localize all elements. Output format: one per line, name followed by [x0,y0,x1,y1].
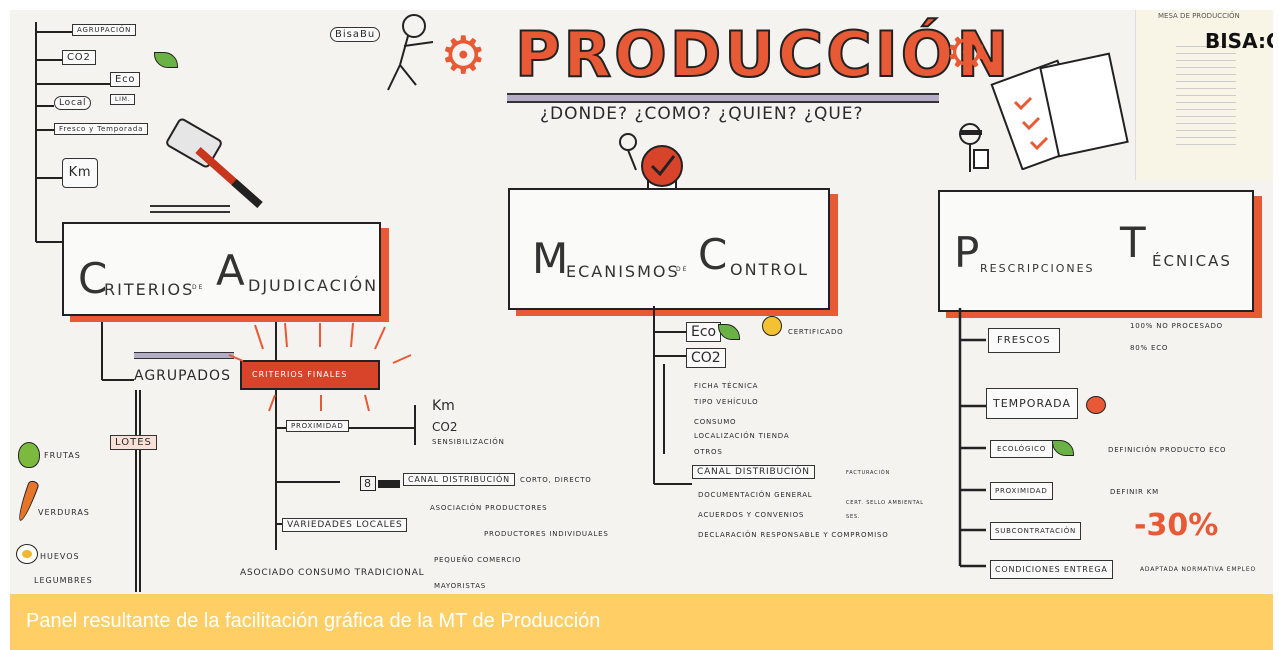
gear-icon: ⚙ [440,27,487,85]
variedades-locales: VARIEDADES LOCALES [282,518,408,532]
title-underline [507,93,939,103]
prox-km: Km [432,398,455,414]
egg-icon [16,544,38,564]
mid-canal-right-2: Ses. [846,514,861,520]
prox-co2: CO2 [432,420,458,434]
req-condiciones: CONDICIONES ENTREGA [990,560,1113,579]
leaf-icon-right [1052,440,1074,456]
criterion-local: Local [54,96,92,110]
mecanismos-control-box: M ECANISMOS DE C ONTROL [508,188,830,310]
variedades-sub: ASOCIADO CONSUMO TRADICIONAL [240,568,425,578]
logo: BISA:GRA [1205,29,1273,53]
gear-icon-right: ⚙ [945,27,989,80]
criterios-adjudicacion-box: C RITERIOS DE A DJUDICACIÓN [62,222,381,316]
canal-comercio: Pequeño Comercio [434,556,522,564]
title-questions: ¿DONDE? ¿COMO? ¿QUIEN? ¿QUE? [540,104,864,124]
req-ecologico: ECOLÓGICO [990,440,1054,458]
inspector-icon [959,123,989,172]
canal-badge: 8 [360,476,376,491]
lotes-frutas: FRUTAS [44,451,81,460]
canal-asociacion: Asociación Productores [430,504,548,512]
criterion-agrupacion: Agrupación [72,24,137,36]
lotes-verduras: VERDURAS [38,508,90,517]
mid-connector-lines [653,306,692,485]
tomato-icon [1086,396,1106,414]
canal-note: CORTO, DIRECTO [520,476,592,484]
mid-eco: Eco [686,322,722,342]
caption-bar: Panel resultante de la facilitación gráf… [10,594,1273,650]
mid-co2: CO2 [686,348,726,368]
mid-canal-right-1: Cert. Sello Ambiental [846,500,924,506]
gavel-icon [150,118,263,213]
mid-canal-right-0: Facturación [846,470,891,476]
canal-mayoristas: Mayoristas [434,582,487,590]
criterion-fresco: Fresco y Temporada [54,123,149,135]
co2-tipo: Tipo Vehículo [694,398,759,406]
mid-canal-doc: Documentación General [698,491,813,499]
criterion-co2: CO2 [62,50,96,65]
proximidad-left: PROXIMIDAD [286,420,349,432]
mid-canal-acuerdos: Acuerdos y Convenios [698,511,805,519]
mid-canal-declaracion: Declaración Responsable y Compromiso [698,531,889,539]
page-title: PRODUCCIÓN [514,17,1012,92]
poster-sheet: MESA DE PRODUCCIÓN [1135,10,1273,180]
criterios-finales-box: CRITERIOS FINALES [240,360,380,390]
co2-ficha: Ficha Técnica [694,382,759,390]
prescripciones-tecnicas-box: P RESCRIPCIONES T ÉCNICAS [938,190,1254,312]
prox-sensibilizacion: Sensibilización [432,438,505,446]
certificado-label: CERTIFICADO [788,328,844,336]
caption-text: Panel resultante de la facilitación gráf… [26,610,601,632]
local-badge: Lim. [110,94,136,105]
criterion-km: Km [62,158,98,188]
req-frescos: FRESCOS [988,328,1060,353]
fresh-note-1: 100% No Procesado [1130,322,1223,330]
radiating-arrows [228,322,412,412]
pear-icon [18,442,40,468]
co2-localizacion: Localización Tienda [694,432,790,440]
fresh-note-2: 80% Eco [1130,344,1169,352]
documents-icon [990,52,1129,170]
req-subcontratacion: SUBCONTRATACIÓN [990,522,1082,540]
agrupados-label: AGRUPADOS [134,368,231,384]
criterion-eco: Eco [110,72,141,87]
corner-tag: BisaBu [330,27,381,42]
prox-note: Definir Km [1110,488,1159,496]
lotes-huevos: HUEVOS [40,552,80,561]
canal-distribucion-left: CANAL DISTRIBUCIÓN [403,473,515,486]
lotes-box: LOTES [110,435,157,450]
req-proximidad: PROXIMIDAD [990,482,1053,500]
rosette-icon [762,316,782,336]
right-connector-lines [958,308,986,568]
co2-otros: Otros [694,448,723,456]
whiteboard-photo: ⚙ PRODUCCIÓN ⚙ ¿DONDE? ¿COMO? ¿QUIEN? ¿Q… [10,10,1273,594]
co2-consumo: Consumo [694,418,737,426]
agrupados-underline [134,352,234,359]
canal-productores: Productores Individuales [484,530,609,538]
mid-canal-distribucion: CANAL DISTRIBUCIÓN [692,465,815,479]
req-temporada: TEMPORADA [986,388,1078,419]
eco-note: Definición Producto Eco [1108,446,1227,454]
stick-figure-icon [387,14,434,91]
sub-note: -30% [1134,508,1219,543]
entrega-note: Adaptada Normativa Empleo [1140,566,1256,573]
lotes-legumbres: LEGUMBRES [34,576,93,585]
canal-bar [378,480,400,488]
